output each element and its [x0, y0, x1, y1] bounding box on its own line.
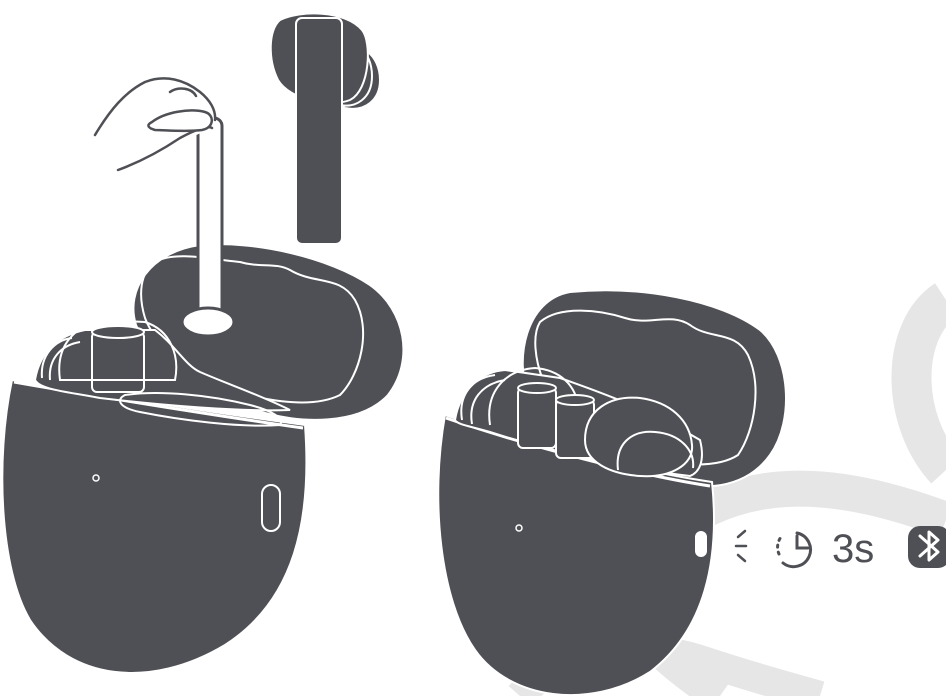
earbud-removed: [271, 13, 380, 244]
earbud-stem-in-case: [92, 332, 144, 392]
function-button-left: [262, 485, 280, 531]
case-body-left: [2, 380, 306, 673]
function-button-right: [694, 530, 708, 558]
earbud-stem-right-1: [518, 388, 556, 448]
bluetooth-icon: [908, 526, 946, 568]
duration-label: 3s: [832, 527, 874, 571]
clock-icon: [778, 533, 811, 567]
press-indicator-icon: [736, 531, 746, 561]
